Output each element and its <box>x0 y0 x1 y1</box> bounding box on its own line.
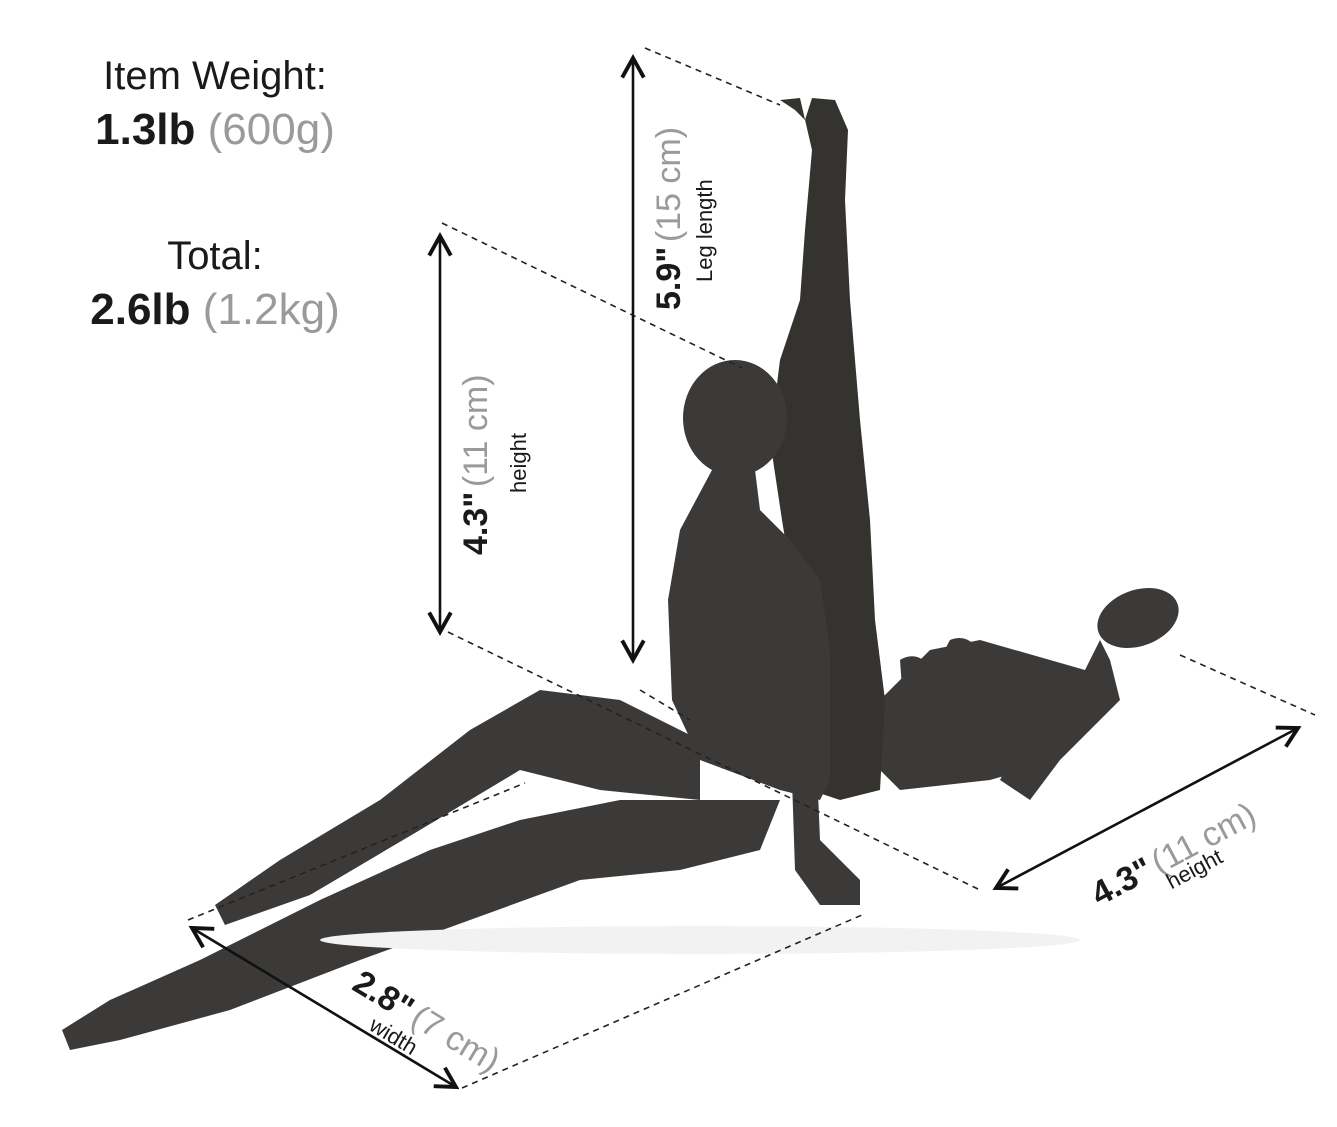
leg-length-value: 5.9" <box>650 246 688 310</box>
lying-height-arrow <box>992 725 1302 891</box>
sitting-height-caption: height <box>506 433 531 493</box>
dimension-arrows <box>188 53 1302 1090</box>
dimension-guides <box>187 47 1316 1089</box>
sitting-height-value: 4.3" <box>457 491 495 555</box>
item-weight-value: 1.3lb <box>95 105 196 154</box>
sitting-height-label: 4.3" (11 cm) <box>457 374 496 555</box>
total-weight-label: Total: <box>167 234 263 278</box>
width-arrow <box>188 925 460 1090</box>
sitting-height-alt: (11 cm) <box>457 374 495 488</box>
ground-shadow <box>320 926 1080 954</box>
total-weight-value-line: 2.6lb (1.2kg) <box>40 282 390 338</box>
total-weight-alt: (1.2kg) <box>202 285 340 334</box>
item-weight-block: Item Weight: 1.3lb (600g) <box>40 50 390 158</box>
reclining-figure <box>870 588 1179 800</box>
item-weight-label: Item Weight: <box>103 54 327 98</box>
leg-length-label: 5.9" (15 cm) <box>650 127 689 310</box>
item-weight-value-line: 1.3lb (600g) <box>40 102 390 158</box>
leg-length-alt: (15 cm) <box>650 126 688 243</box>
leg-length-caption: Leg length <box>692 179 717 282</box>
total-weight-block: Total: 2.6lb (1.2kg) <box>40 230 390 338</box>
total-weight-value: 2.6lb <box>90 285 191 334</box>
item-weight-alt: (600g) <box>207 105 335 154</box>
